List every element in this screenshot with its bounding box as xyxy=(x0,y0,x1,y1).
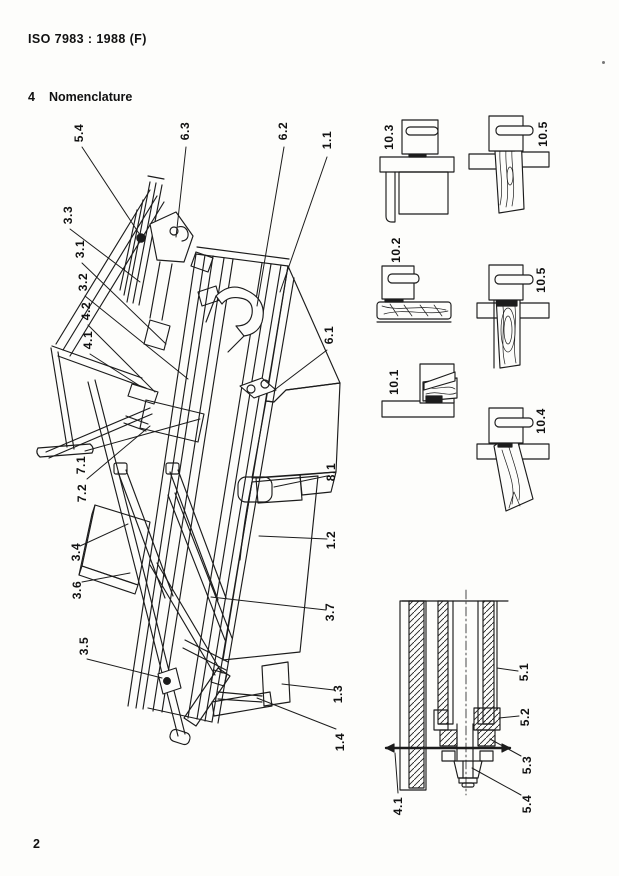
scan-artifact-dot xyxy=(602,61,605,64)
callout-1-1: 1.1 xyxy=(320,130,334,150)
page-number: 2 xyxy=(33,837,40,851)
callout-3-7: 3.7 xyxy=(323,602,337,622)
machine-isometric-drawing xyxy=(36,175,341,746)
callout-7-1: 7.1 xyxy=(74,455,88,475)
callout-1-4: 1.4 xyxy=(333,732,347,752)
callout-5-4-section: 5.4 xyxy=(520,794,534,814)
callout-3-6: 3.6 xyxy=(70,580,84,600)
detail-10-5-mid-drawing xyxy=(476,264,550,369)
spindle-section-drawing xyxy=(384,589,512,796)
callout-10-5-mid: 10.5 xyxy=(534,267,548,293)
callout-10-5-top: 10.5 xyxy=(536,121,550,147)
standard-reference-header: ISO 7983 : 1988 (F) xyxy=(28,32,147,46)
callout-6-3: 6.3 xyxy=(178,121,192,141)
callout-10-1: 10.1 xyxy=(387,369,401,395)
callout-5-4-main: 5.4 xyxy=(72,123,86,143)
callout-3-4: 3.4 xyxy=(69,542,83,562)
callout-4-1-section: 4.1 xyxy=(391,796,405,816)
callout-1-2: 1.2 xyxy=(324,530,338,550)
detail-10-3-drawing xyxy=(379,119,455,223)
callout-5-3: 5.3 xyxy=(520,755,534,775)
callout-10-4: 10.4 xyxy=(534,408,548,434)
callout-3-5: 3.5 xyxy=(77,636,91,656)
callout-4-1-main: 4.1 xyxy=(81,330,95,350)
section-leader-lines xyxy=(394,667,522,796)
callout-7-2: 7.2 xyxy=(75,483,89,503)
callout-5-1: 5.1 xyxy=(517,662,531,682)
callout-10-3: 10.3 xyxy=(382,124,396,150)
callout-5-2: 5.2 xyxy=(518,707,532,727)
detail-10-1-drawing xyxy=(381,363,458,418)
callout-8-1: 8.1 xyxy=(324,462,338,482)
detail-10-2-drawing xyxy=(376,265,452,323)
callout-3-3: 3.3 xyxy=(61,205,75,225)
detail-10-4-drawing xyxy=(476,407,550,512)
main-leader-lines xyxy=(69,146,337,730)
callout-1-3: 1.3 xyxy=(331,684,345,704)
callout-3-1: 3.1 xyxy=(73,239,87,259)
callout-6-1: 6.1 xyxy=(322,325,336,345)
callout-4-2: 4.2 xyxy=(79,301,93,321)
section-heading: 4 Nomenclature xyxy=(28,90,132,104)
callout-10-2: 10.2 xyxy=(389,237,403,263)
detail-10-5-top-drawing xyxy=(468,115,550,214)
section-title: Nomenclature xyxy=(48,90,133,104)
callout-6-2: 6.2 xyxy=(276,121,290,141)
section-number: 4 xyxy=(28,90,35,104)
callout-3-2: 3.2 xyxy=(76,272,90,292)
